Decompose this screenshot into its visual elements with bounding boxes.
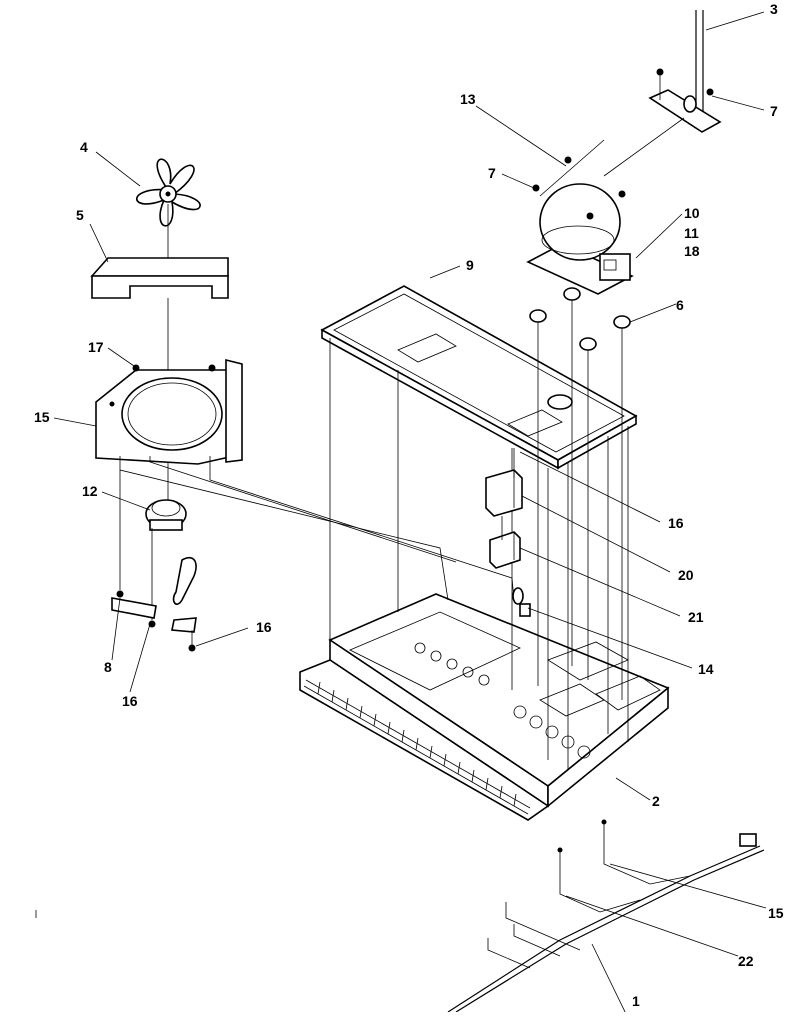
callout-18: 18 bbox=[684, 243, 700, 259]
callout-11: 11 bbox=[684, 225, 699, 241]
callout-labels: 1 2 3 4 5 6 7 7 8 9 10 11 12 13 14 15 15… bbox=[34, 1, 784, 1009]
callout-9: 9 bbox=[466, 257, 474, 273]
control-boxes bbox=[485, 448, 531, 617]
callout-16b: 16 bbox=[256, 619, 272, 635]
callout-7b: 7 bbox=[770, 103, 778, 119]
base-pan bbox=[299, 593, 670, 821]
compressor bbox=[526, 139, 634, 351]
drain-tray bbox=[320, 285, 638, 470]
callout-15b: 15 bbox=[768, 905, 784, 921]
callout-4: 4 bbox=[80, 139, 88, 155]
wiring bbox=[119, 456, 515, 601]
callout-12: 12 bbox=[82, 483, 98, 499]
callout-10: 10 bbox=[684, 205, 700, 221]
callout-15a: 15 bbox=[34, 409, 50, 425]
front-louvers bbox=[303, 679, 531, 815]
callout-16a: 16 bbox=[668, 515, 684, 531]
leader-lines bbox=[53, 11, 767, 1017]
callout-1: 1 bbox=[632, 993, 640, 1009]
callout-17: 17 bbox=[88, 339, 104, 355]
callout-8: 8 bbox=[104, 659, 112, 675]
callout-6: 6 bbox=[676, 297, 684, 313]
callout-20: 20 bbox=[678, 567, 694, 583]
callout-5: 5 bbox=[76, 207, 84, 223]
fan-cover bbox=[90, 257, 229, 299]
motor-mounts bbox=[111, 556, 197, 652]
callout-3: 3 bbox=[770, 1, 778, 17]
fan-motor bbox=[119, 470, 187, 620]
bracket bbox=[603, 10, 722, 177]
assembly-lines bbox=[329, 298, 629, 770]
callout-22: 22 bbox=[738, 953, 754, 969]
callout-7a: 7 bbox=[488, 165, 496, 181]
callout-16c: 16 bbox=[122, 693, 138, 709]
callout-21: 21 bbox=[688, 609, 704, 625]
callout-2: 2 bbox=[652, 793, 660, 809]
callout-13: 13 bbox=[460, 91, 476, 107]
fan-blade bbox=[136, 158, 201, 260]
callout-14: 14 bbox=[698, 661, 714, 677]
wire-harness bbox=[35, 819, 765, 1013]
fan-bracket bbox=[95, 358, 243, 465]
